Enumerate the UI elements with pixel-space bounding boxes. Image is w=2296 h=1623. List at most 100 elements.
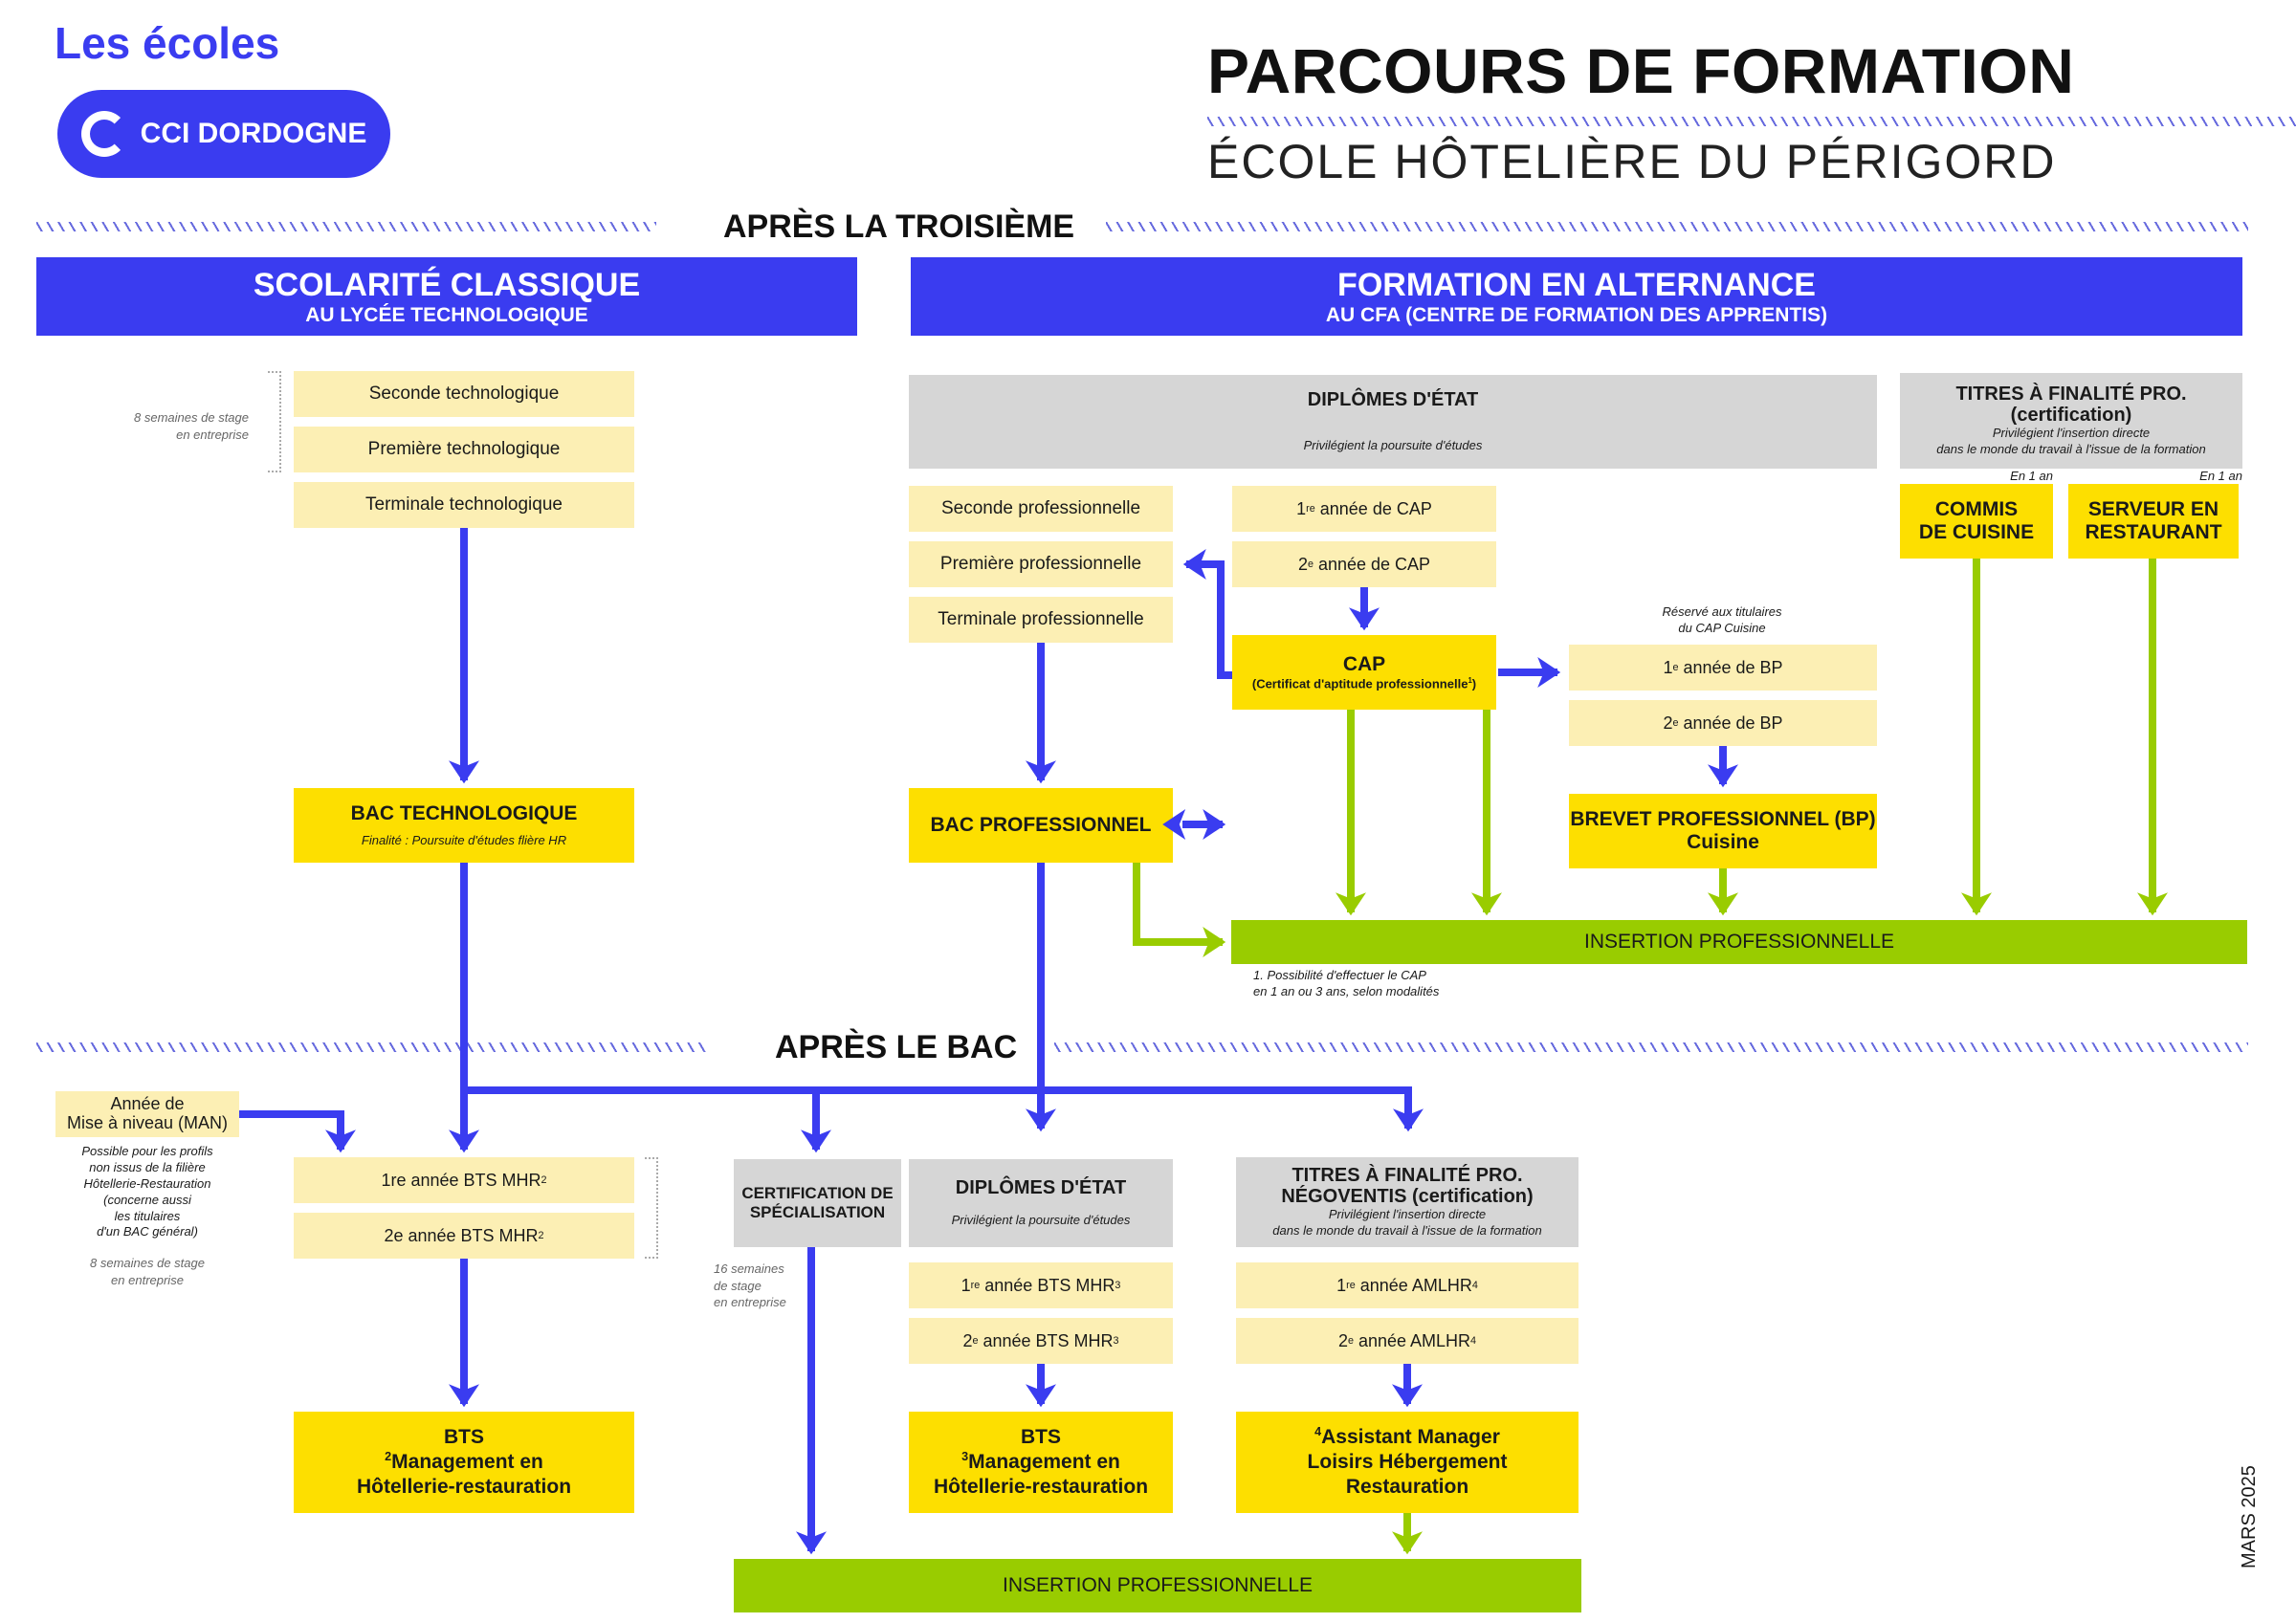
serveur-line: RESTAURANT xyxy=(2085,521,2222,543)
section-title-after-third: APRÈS LA TROISIÈME xyxy=(723,208,1075,245)
note-line: non issus de la filière xyxy=(89,1159,206,1174)
sup: e xyxy=(972,1335,979,1347)
state-diplomas-title: DIPLÔMES D'ÉTAT xyxy=(1307,389,1479,411)
arrow-man-to-bts xyxy=(239,1110,356,1153)
bracket xyxy=(645,1157,658,1259)
band-classic-title: SCOLARITÉ CLASSIQUE xyxy=(253,266,641,303)
hatch-divider xyxy=(36,222,656,231)
bts-line: Hôtellerie-restauration xyxy=(356,1476,572,1499)
duration-commis: En 1 an xyxy=(2010,469,2053,483)
bp-year-num: 2 xyxy=(1663,713,1673,733)
header-state-diplomas-bac: DIPLÔMES D'ÉTAT Privilégient la poursuit… xyxy=(909,1159,1173,1247)
sup: 1 xyxy=(1468,676,1472,686)
sup: 4 xyxy=(1470,1335,1477,1347)
sup: re xyxy=(1306,503,1315,515)
sup: e xyxy=(1347,1335,1354,1347)
band-alternance: FORMATION EN ALTERNANCE AU CFA (CENTRE D… xyxy=(911,257,2242,336)
sup: re xyxy=(970,1280,981,1291)
internship-16: 16 semaines de stage en entreprise xyxy=(714,1261,786,1311)
box-bp[interactable]: BREVET PROFESSIONNEL (BP) Cuisine xyxy=(1569,794,1877,868)
cap-title: CAP xyxy=(1342,653,1386,676)
state-diplomas-sub: Privilégient la poursuite d'études xyxy=(951,1213,1131,1228)
pro-titles-sub1: Privilégient l'insertion directe xyxy=(1992,426,2151,441)
arrow-bac-pro-to-insertion xyxy=(1133,863,1226,957)
note-line: Hôtellerie-Restauration xyxy=(83,1175,211,1191)
line-horizontal-branch xyxy=(464,1086,1424,1132)
serveur-line: SERVEUR EN xyxy=(2087,498,2219,520)
insertion-pro-top[interactable]: INSERTION PROFESSIONNELLE xyxy=(1231,920,2247,964)
man-internship: 8 semaines de stage en entreprise xyxy=(55,1255,239,1288)
box-serveur[interactable]: SERVEUR EN RESTAURANT xyxy=(2068,484,2239,559)
state-diplomas-sub: Privilégient la poursuite d'études xyxy=(1303,438,1483,453)
negoventis-title: NÉGOVENTIS (certification) xyxy=(1281,1186,1534,1208)
bts-year-label: 1re année BTS MHR xyxy=(381,1170,541,1190)
amlhr-line-text: Assistant Manager xyxy=(1321,1425,1500,1448)
note-line: les titulaires xyxy=(114,1208,181,1223)
cci-logo[interactable]: CCI DORDOGNE xyxy=(57,90,390,178)
footnote-line: 1. Possibilité d'effectuer le CAP xyxy=(1253,968,1426,982)
box-bac-pro[interactable]: BAC PROFESSIONNEL xyxy=(909,788,1173,863)
box-terminale-pro[interactable]: Terminale professionnelle xyxy=(909,597,1173,643)
bac-techno-sub: Finalité : Poursuite d'études flière HR xyxy=(361,832,567,847)
man-line: Année de xyxy=(110,1094,185,1114)
band-classic-sub: AU LYCÉE TECHNOLOGIQUE xyxy=(305,303,588,326)
box-seconde-techno[interactable]: Seconde technologique xyxy=(294,371,634,417)
box-terminale-techno[interactable]: Terminale technologique xyxy=(294,482,634,528)
header-certification[interactable]: CERTIFICATION DE SPÉCIALISATION xyxy=(734,1159,901,1247)
bts-line: 3Management en xyxy=(961,1450,1120,1475)
note-line: 16 semaines xyxy=(714,1261,784,1276)
box-bts-mhr[interactable]: BTS 2Management en Hôtellerie-restaurati… xyxy=(294,1412,634,1513)
box-bts-alt[interactable]: BTS 3Management en Hôtellerie-restaurati… xyxy=(909,1412,1173,1513)
sup: e xyxy=(1672,662,1679,673)
sup: e xyxy=(1672,717,1679,729)
box-premiere-pro[interactable]: Première professionnelle xyxy=(909,541,1173,587)
box-cap[interactable]: CAP (Certificat d'aptitude professionnel… xyxy=(1232,635,1496,710)
band-classic: SCOLARITÉ CLASSIQUE AU LYCÉE TECHNOLOGIQ… xyxy=(36,257,857,336)
bp-line2: Cuisine xyxy=(1687,831,1759,853)
bac-techno-title: BAC TECHNOLOGIQUE xyxy=(350,801,578,824)
man-note: Possible pour les profils non issus de l… xyxy=(55,1144,239,1240)
rest: année AMLHR xyxy=(1355,1275,1472,1295)
rest: année BTS MHR xyxy=(978,1330,1114,1350)
bp-line1: BREVET PROFESSIONNEL (BP) xyxy=(1570,808,1876,830)
hatch-divider xyxy=(1054,1042,2248,1052)
box-amlhr[interactable]: 4Assistant Manager Loisirs Hébergement R… xyxy=(1236,1412,1578,1513)
box-bac-techno[interactable]: BAC TECHNOLOGIQUE Finalité : Poursuite d… xyxy=(294,788,634,863)
box-premiere-techno[interactable]: Première technologique xyxy=(294,427,634,472)
pro-titles-title: TITRES À FINALITÉ PRO. xyxy=(1955,384,2187,406)
hatch-divider xyxy=(1207,117,2296,126)
note-line: 8 semaines de stage xyxy=(90,1256,205,1270)
sup: 2 xyxy=(538,1230,544,1241)
box-commis[interactable]: COMMIS DE CUISINE xyxy=(1900,484,2053,559)
sup: 4 xyxy=(1314,1424,1322,1438)
note-line: de stage xyxy=(714,1278,762,1293)
band-alternance-sub: AU CFA (CENTRE DE FORMATION DES APPRENTI… xyxy=(1325,303,1828,326)
box-man[interactable]: Année de Mise à niveau (MAN) xyxy=(55,1091,239,1137)
insertion-pro-bottom[interactable]: INSERTION PROFESSIONNELLE xyxy=(734,1559,1581,1612)
bts-line-text: Management en xyxy=(968,1450,1120,1473)
negoventis-title: TITRES À FINALITÉ PRO. xyxy=(1292,1165,1523,1187)
box-seconde-pro[interactable]: Seconde professionnelle xyxy=(909,486,1173,532)
bp-year-rest: année de BP xyxy=(1678,713,1783,733)
state-diplomas-title: DIPLÔMES D'ÉTAT xyxy=(955,1177,1127,1199)
cap-year-rest: année de CAP xyxy=(1313,554,1431,574)
bts-line: BTS xyxy=(444,1425,484,1448)
arrow-cap-to-premiere-pro xyxy=(1182,549,1232,679)
note-line: du CAP Cuisine xyxy=(1678,620,1766,635)
section-title-after-bac: APRÈS LE BAC xyxy=(775,1029,1018,1065)
negoventis-sub: dans le monde du travail à l'issue de la… xyxy=(1272,1223,1542,1238)
date-label: MARS 2025 xyxy=(2239,1465,2260,1568)
sup: 3 xyxy=(1113,1335,1119,1347)
commis-line: COMMIS xyxy=(1934,498,2019,520)
bp-year-rest: année de BP xyxy=(1678,657,1783,677)
